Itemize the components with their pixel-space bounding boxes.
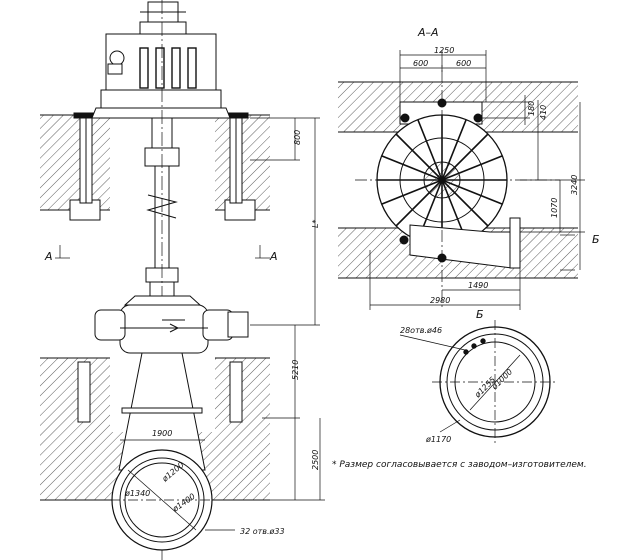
dim-1070: 1070 — [550, 198, 559, 218]
upper-anchor-bolts — [73, 112, 249, 204]
footnote: * Размер согласовывается с заводом–изгот… — [332, 460, 587, 470]
dim-1250: 1250 — [434, 46, 454, 55]
dim-2980: 2980 — [430, 296, 450, 305]
section-aa-title: A–A — [417, 26, 439, 39]
dim-d1340: ø1340 — [124, 489, 150, 498]
dim-lstar: L* — [311, 220, 320, 228]
view-b — [399, 320, 558, 445]
dim-410: 410 — [539, 105, 548, 120]
dim-1490: 1490 — [468, 281, 488, 290]
suction-cone — [118, 352, 206, 471]
dim-600-left: 600 — [413, 59, 428, 68]
holes-32: 32 отв.ø33 — [240, 527, 285, 536]
view-b-title: Б — [476, 308, 484, 321]
dim-180: 180 — [527, 101, 536, 116]
view-mark-b: Б — [592, 233, 600, 246]
dim-5210: 5210 — [291, 360, 300, 380]
dim-2500: 2500 — [311, 450, 320, 470]
dim-3240: 3240 — [570, 175, 579, 195]
pump-casing — [94, 295, 249, 354]
suction-bell — [110, 449, 214, 551]
dim-800: 800 — [293, 130, 302, 145]
section-mark-right: А — [269, 250, 278, 263]
dim-d1170: ø1170 — [425, 435, 451, 444]
elevation-view — [40, 0, 325, 560]
section-aa-view — [338, 50, 585, 310]
lower-floor-slab — [40, 357, 270, 501]
section-mark-left: А — [44, 250, 53, 263]
view-b-holes: 28отв.ø46 — [400, 326, 442, 335]
elevation-dimension-lines — [55, 117, 325, 531]
electric-motor — [91, 1, 231, 119]
dim-1900: 1900 — [152, 429, 172, 438]
dim-600-right: 600 — [456, 59, 471, 68]
